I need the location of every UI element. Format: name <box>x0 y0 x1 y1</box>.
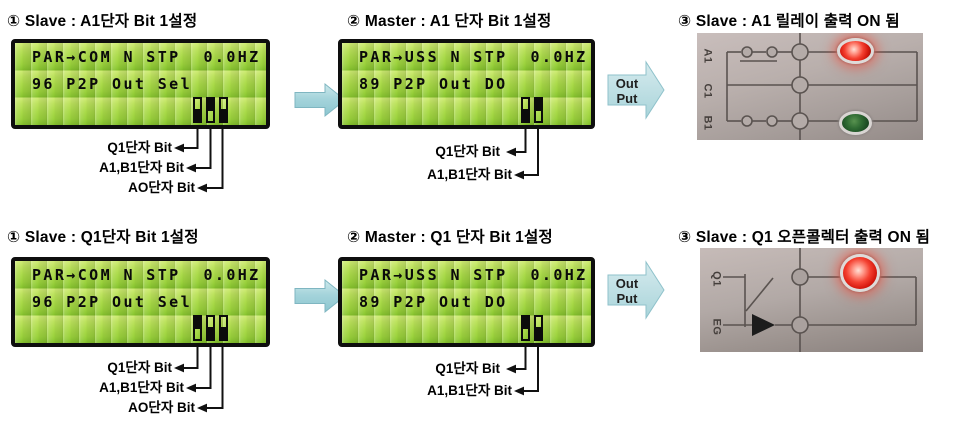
terminal-label-q1: Q1 <box>710 271 723 287</box>
terminal-label-a1: A1 <box>701 48 714 64</box>
slave-keypad-lcd: PAR→COM N STP 0.0HZ 96 P2P Out Sel <box>11 257 270 347</box>
bit-indicator-row <box>521 97 543 123</box>
output-arrow-label: Out <box>615 76 639 91</box>
lcd-status-line: PAR→COM N STP 0.0HZ <box>32 48 261 66</box>
bit-indicator-ao <box>219 97 228 123</box>
bit-label-ao: AO단자 Bit <box>128 400 195 415</box>
bit-indicator-row <box>193 315 228 341</box>
master2-bit-connectors <box>516 345 539 392</box>
master-keypad-lcd: PAR→USS N STP 0.0HZ 89 P2P Out DO <box>338 39 595 129</box>
lcd-status-line: PAR→COM N STP 0.0HZ <box>32 266 261 284</box>
step1-title: ① Slave : A1단자 Bit 1설정 <box>7 13 198 30</box>
bit-label-ao: AO단자 Bit <box>128 180 195 195</box>
bit-indicator-q1 <box>193 315 202 341</box>
emitter-arrow-icon <box>752 314 775 336</box>
bit-indicator-q1 <box>521 97 530 123</box>
bit-indicator-ao <box>219 315 228 341</box>
bit-label-a1b1: A1,B1단자 Bit <box>99 380 184 395</box>
open-collector-output-photo: Q1 EG <box>700 248 923 352</box>
output-arrow-label: Put <box>616 291 638 306</box>
bit-label-q1: Q1단자 Bit <box>435 144 500 159</box>
relay-a1-led <box>837 38 874 64</box>
relay-b1-led <box>839 111 872 135</box>
output-arrow-label: Out <box>615 276 639 291</box>
terminal-label-b1: B1 <box>701 115 714 131</box>
bit-label-q1: Q1단자 Bit <box>435 361 500 376</box>
slave-keypad-lcd: PAR→COM N STP 0.0HZ 96 P2P Out Sel <box>11 39 270 129</box>
bit-indicator-a1b1 <box>534 315 543 341</box>
bit-label-q1: Q1단자 Bit <box>107 140 172 155</box>
step3-title: ③ Slave : A1 릴레이 출력 ON 됨 <box>678 13 900 30</box>
lcd-status-line: PAR→USS N STP 0.0HZ <box>359 266 588 284</box>
step2-title: ② Master : A1 단자 Bit 1설정 <box>347 13 552 30</box>
master1-bit-connectors <box>516 126 539 176</box>
bit-label-a1b1: A1,B1단자 Bit <box>427 383 512 398</box>
terminal-label-eg: EG <box>710 318 723 336</box>
bit-label-a1b1: A1,B1단자 Bit <box>99 160 184 175</box>
output-arrow-label: Put <box>616 91 638 106</box>
bit-indicator-row <box>521 315 543 341</box>
open-collector-schematic-icon <box>723 248 917 352</box>
bit-label-q1: Q1단자 Bit <box>107 360 172 375</box>
relay-output-photo: A1 C1 B1 <box>697 33 923 140</box>
step2-title: ② Master : Q1 단자 Bit 1설정 <box>347 229 553 246</box>
bit-indicator-row <box>193 97 228 123</box>
bit-indicator-a1b1 <box>206 97 215 123</box>
master-keypad-lcd: PAR→USS N STP 0.0HZ 89 P2P Out DO <box>338 257 595 347</box>
bit-label-a1b1: A1,B1단자 Bit <box>427 167 512 182</box>
bit-indicator-q1 <box>521 315 530 341</box>
terminal-label-c1: C1 <box>701 83 714 99</box>
bit-indicator-q1 <box>193 97 202 123</box>
bit-indicator-a1b1 <box>534 97 543 123</box>
lcd-parameter-line: 96 P2P Out Sel <box>32 293 193 311</box>
lcd-parameter-line: 89 P2P Out DO <box>359 75 508 93</box>
lcd-parameter-line: 89 P2P Out DO <box>359 293 508 311</box>
lcd-status-line: PAR→USS N STP 0.0HZ <box>359 48 588 66</box>
step3-title: ③ Slave : Q1 오픈콜렉터 출력 ON 됨 <box>678 229 931 246</box>
bit-indicator-a1b1 <box>206 315 215 341</box>
relay-schematic-icon <box>726 33 918 140</box>
step1-title: ① Slave : Q1단자 Bit 1설정 <box>7 229 199 246</box>
open-collector-led <box>840 254 880 292</box>
lcd-parameter-line: 96 P2P Out Sel <box>32 75 193 93</box>
